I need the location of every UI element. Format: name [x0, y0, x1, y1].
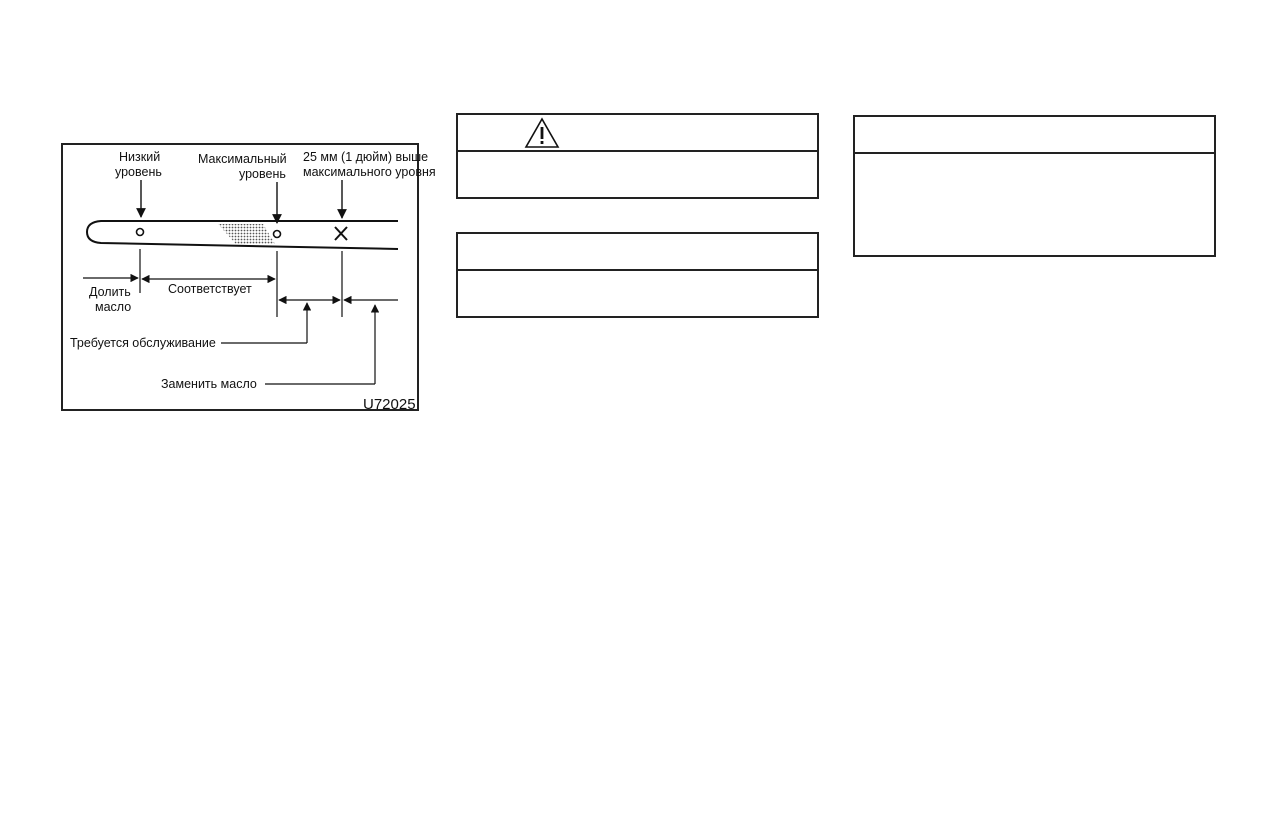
- figure-code: U72025: [363, 396, 416, 413]
- label-ok: Соответствует: [168, 282, 252, 296]
- label-max-level-1: Максимальный: [198, 152, 287, 166]
- warning-box-header: [458, 115, 817, 152]
- notice-box-header: [458, 234, 817, 271]
- dipstick-blade: [85, 220, 399, 250]
- dipstick-diagram: Низкий уровень Максимальный уровень 25 м…: [61, 143, 436, 413]
- label-above-max-2: максимального уровня: [303, 165, 436, 179]
- low-level-mark: [135, 227, 145, 237]
- label-above-max-1: 25 мм (1 дюйм) выше: [303, 150, 428, 164]
- label-add-oil-2: масло: [95, 300, 131, 314]
- label-low-level-1: Низкий: [119, 150, 160, 164]
- warning-triangle-icon: [524, 117, 560, 148]
- notice-box: [456, 232, 819, 318]
- max-level-mark: [272, 229, 282, 239]
- above-max-x-mark: [334, 226, 348, 241]
- dipstick-drawing: Низкий уровень Максимальный уровень 25 м…: [70, 150, 436, 413]
- label-low-level-2: уровень: [115, 165, 162, 179]
- info-box: [853, 115, 1216, 257]
- label-replace-oil: Заменить масло: [161, 377, 257, 391]
- label-add-oil-1: Долить: [89, 285, 131, 299]
- info-box-header: [855, 117, 1214, 154]
- warning-box: [456, 113, 819, 199]
- label-service-required: Требуется обслуживание: [70, 336, 216, 350]
- label-max-level-2: уровень: [239, 167, 286, 181]
